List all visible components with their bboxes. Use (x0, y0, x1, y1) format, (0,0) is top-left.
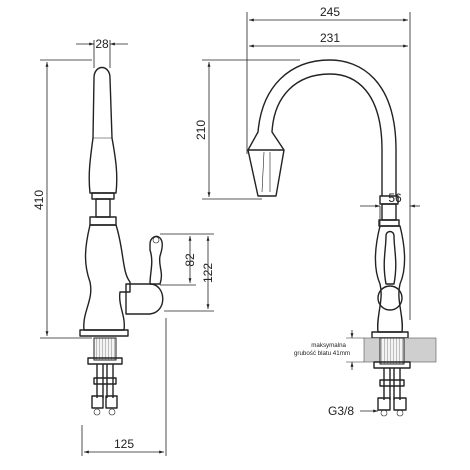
faucet-body (374, 225, 406, 333)
supply-hoses (96, 364, 114, 398)
neck-ring (378, 219, 400, 227)
handle-hub (377, 285, 403, 311)
spout-column (88, 66, 118, 194)
side-view: 28 410 82 (32, 37, 215, 456)
mounting-nut (87, 357, 123, 365)
dim-front-total-width: 245 (320, 5, 340, 19)
handle-hub (125, 283, 164, 315)
neck (381, 203, 397, 221)
gooseneck-spout-inner (271, 73, 383, 196)
lever-handle (149, 235, 163, 285)
mounting-nut (373, 361, 411, 369)
lever-handle (383, 230, 397, 285)
dim-front-spout-height: 210 (194, 120, 208, 140)
dim-front-spout-width: 231 (320, 31, 340, 45)
base-plate (79, 329, 129, 337)
dim-lever-height: 82 (183, 253, 197, 267)
dim-side-height: 410 (32, 190, 46, 210)
front-view: 245 231 210 56 (194, 5, 437, 418)
dim-front-body-offset: 56 (388, 191, 402, 205)
countertop-note-line1: maksymalna (311, 342, 346, 349)
dim-lever-base-height: 122 (201, 263, 215, 283)
supply-hoses (383, 368, 401, 400)
dim-base-width: 125 (114, 437, 134, 451)
gooseneck-spout-outer (247, 59, 397, 196)
faucet-body (83, 224, 131, 331)
hose-fitting (379, 379, 405, 387)
threaded-stud (379, 337, 405, 365)
base-plate (371, 331, 409, 339)
neck-ring (89, 216, 117, 226)
countertop-note-line2: grubość blatu 41mm (294, 350, 350, 357)
hose-end-fitting (105, 395, 118, 409)
spray-head (247, 149, 285, 197)
hose-fitting (93, 377, 117, 385)
neck-ring (91, 192, 115, 200)
neck (95, 198, 111, 218)
thread-label: G3/8 (328, 404, 354, 418)
dim-side-top-width: 28 (95, 37, 109, 51)
hose-end-fitting (91, 395, 104, 409)
threaded-stud (93, 337, 117, 361)
